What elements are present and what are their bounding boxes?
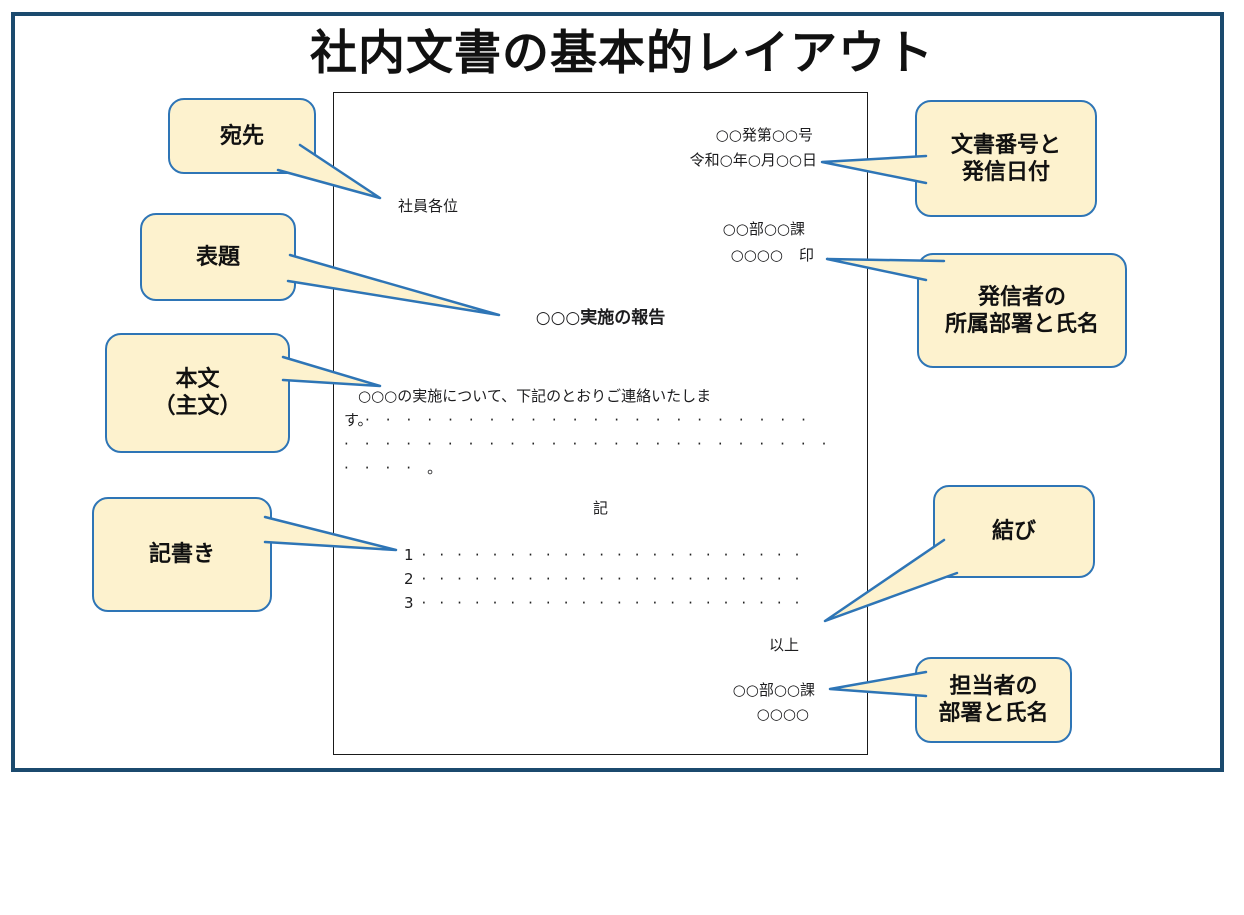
doc-date: 令和○年○月○○日 [689, 151, 817, 169]
callout-hyodai-label: 表題 [195, 244, 240, 270]
body-line2-prefix: す。 [344, 411, 366, 429]
seal-mark: 印 [798, 246, 814, 264]
doc-contact-name: ○○○○ [756, 705, 809, 723]
doc-ki-marker: 記 [592, 499, 608, 517]
doc-item-3: 3 ······················ [404, 594, 812, 612]
callout-kigaki: 記書き [92, 497, 398, 612]
doc-contact-dept: ○○部○○課 [732, 681, 815, 699]
body-line3-dots: ························ [344, 435, 843, 453]
body-line2-dots: ······················ [365, 411, 822, 429]
doc-body-line3: ························ [344, 435, 842, 453]
callout-kigaki-label: 記書き [148, 542, 215, 567]
item-2-num: 2 [404, 570, 414, 588]
doc-addressee: 社員各位 [398, 197, 459, 215]
callout-tanto-line1: 担当者の [949, 674, 1038, 699]
doc-body-line2: す。······················ [344, 411, 822, 429]
callout-honbun-line2: （主文） [153, 394, 242, 419]
body-line4-dots: ···· [344, 459, 428, 477]
callout-atesaki-label: 宛先 [219, 123, 264, 149]
body-line4-suffix: 。 [427, 459, 443, 477]
item-1-dots: ······················ [421, 546, 813, 564]
callout-hasshin-line2: 所属部署と氏名 [944, 311, 1099, 337]
doc-closing: 以上 [768, 636, 799, 654]
callout-musubi: 結び [823, 485, 1095, 623]
callout-bunsho-line2: 発信日付 [961, 159, 1050, 185]
callout-tanto: 担当者の 部署と氏名 [828, 657, 1072, 743]
callout-tanto-line2: 部署と氏名 [938, 701, 1049, 726]
doc-sender-name: ○○○○ 印 [731, 246, 814, 264]
doc-item-1: 1 ······················ [404, 546, 812, 564]
callout-honbun: 本文 （主文） [105, 333, 382, 453]
doc-number: ○○発第○○号 [715, 126, 813, 144]
sample-document: ○○発第○○号 令和○年○月○○日 社員各位 ○○部○○課 ○○○○ 印 ○○○実… [333, 92, 868, 755]
callout-hasshin-line1: 発信者の [977, 284, 1066, 310]
callout-bunsho-line1: 文書番号と [950, 132, 1061, 158]
doc-body-line4: ····。 [344, 459, 442, 477]
page-title: 社内文書の基本的レイアウト [310, 26, 934, 81]
item-1-num: 1 [404, 546, 414, 564]
callout-hasshin: 発信者の 所属部署と氏名 [825, 253, 1127, 368]
callout-bunsho: 文書番号と 発信日付 [820, 100, 1097, 217]
doc-body-line1: ○○○の実施について、下記のとおりご連絡いたしま [358, 387, 712, 405]
sender-name-text: ○○○○ [730, 246, 783, 264]
item-2-dots: ······················ [421, 570, 813, 588]
item-3-num: 3 [404, 594, 414, 612]
doc-sender-dept: ○○部○○課 [722, 220, 805, 238]
callout-musubi-label: 結び [991, 519, 1036, 544]
callout-atesaki: 宛先 [168, 98, 382, 200]
callout-hyodai: 表題 [140, 213, 501, 317]
doc-subject: ○○○実施の報告 [535, 308, 666, 328]
doc-item-2: 2 ······················ [404, 570, 812, 588]
callout-honbun-line1: 本文 [175, 367, 220, 392]
item-3-dots: ······················ [421, 594, 813, 612]
